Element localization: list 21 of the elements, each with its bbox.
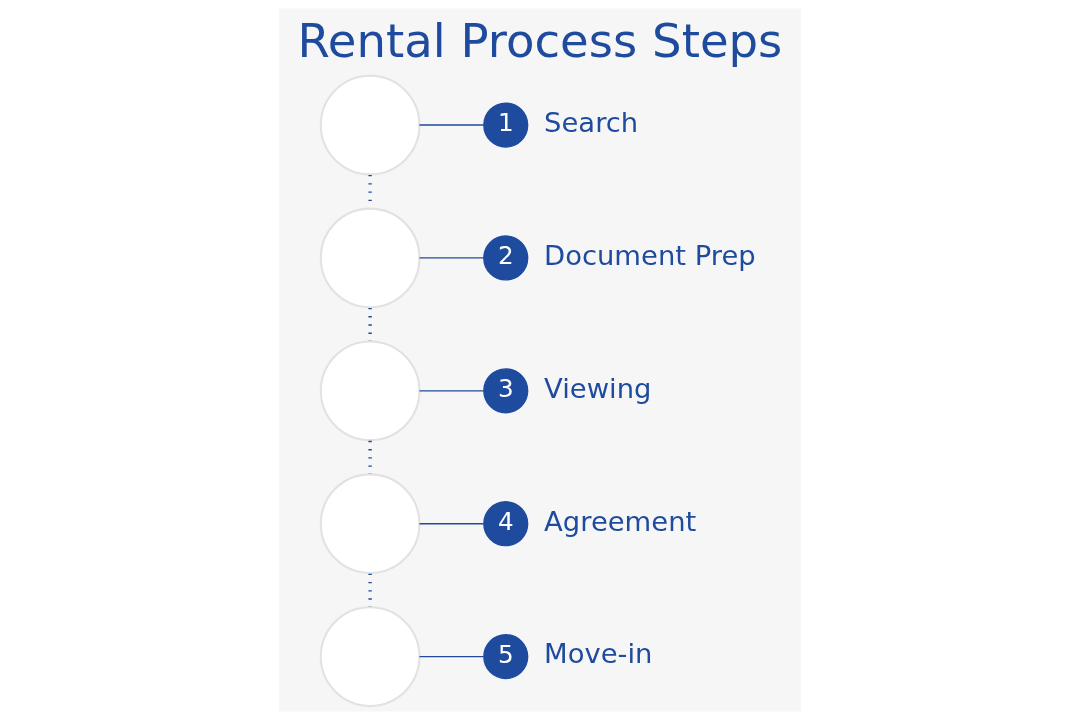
node-circle [319,606,421,707]
node-circle: 4 [483,501,529,547]
connector [418,124,485,126]
node-label: Search [544,106,639,138]
connector [418,655,485,658]
connector [418,523,485,525]
node-circle: 1 [483,102,529,148]
node-circle [319,473,421,575]
diagram-title: Rental Process Steps [297,13,783,68]
node-circle [319,340,421,442]
node-label: Document Prep [544,239,756,271]
node-label: Viewing [544,372,652,404]
connector [418,257,485,259]
node-label: Agreement [544,505,697,537]
node-label: Move-in [544,638,653,670]
node-circle [319,74,421,176]
connector [418,390,485,392]
node-circle: 2 [483,235,529,281]
node-circle: 5 [483,634,529,680]
node-circle: 3 [483,368,529,414]
node-circle [319,207,421,309]
